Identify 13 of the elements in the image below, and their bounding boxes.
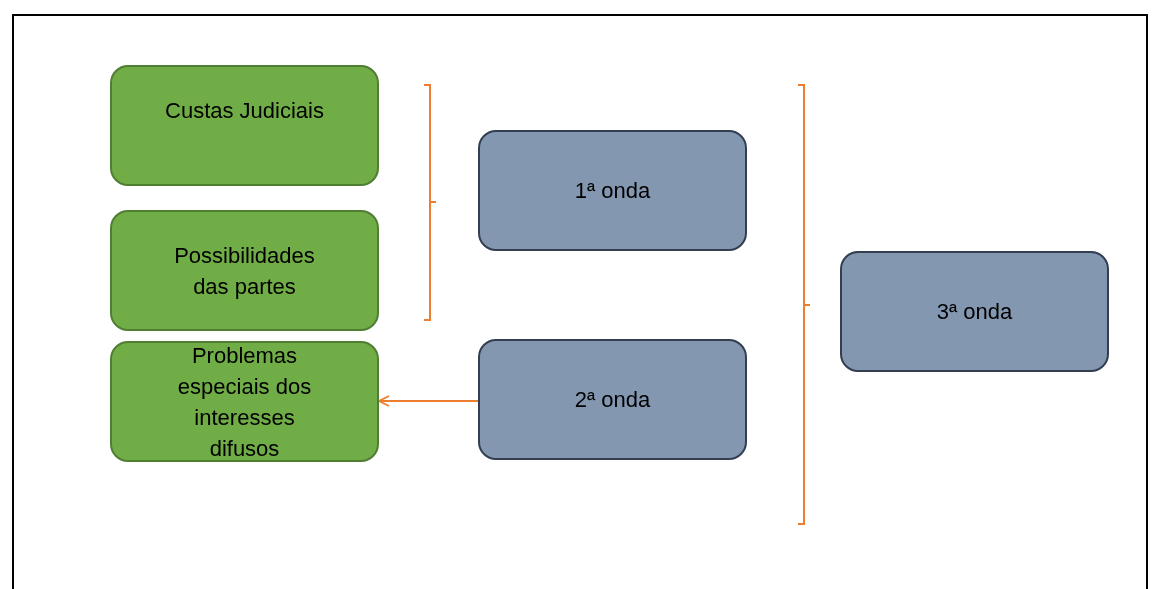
box-label: Custas Judiciais	[164, 97, 325, 125]
box-label: 3ª onda	[935, 298, 1014, 326]
rounded-box	[110, 341, 379, 462]
rounded-box	[840, 251, 1109, 372]
rounded-box	[110, 210, 379, 331]
rounded-box	[478, 339, 747, 460]
rounded-box	[110, 65, 379, 186]
box-label: 1ª onda	[573, 177, 652, 205]
arrow	[378, 395, 479, 407]
box-label: Possibilidades das partes	[173, 241, 316, 301]
box-label: 2ª onda	[573, 386, 652, 414]
rounded-box	[478, 130, 747, 251]
box-label: Problemas especiais dos interesses difusos	[176, 341, 313, 463]
